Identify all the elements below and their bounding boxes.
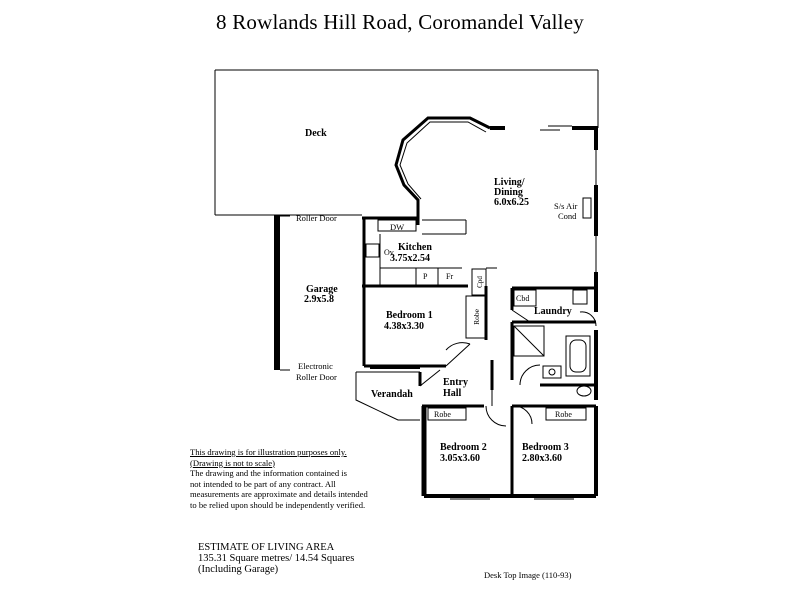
pantry-label: P (423, 272, 428, 281)
deck-outline (214, 69, 599, 216)
bedroom3-size: 2.80x3.60 (522, 453, 562, 464)
entry-label-1: Entry (443, 377, 468, 388)
bedroom3-name: Bedroom 3 (522, 442, 569, 453)
area-line-2: (Including Garage) (198, 564, 279, 575)
bedroom1-walls (362, 284, 488, 368)
kitchen-size: 3.75x2.54 (390, 253, 430, 264)
bedroom1-name: Bedroom 1 (386, 310, 433, 321)
kitchen-name: Kitchen (398, 242, 432, 253)
verandah-label: Verandah (371, 389, 413, 400)
disclaimer-line-1: This drawing is for illustration purpose… (190, 447, 347, 457)
living-area-estimate: ESTIMATE OF LIVING AREA 135.31 Square me… (198, 542, 354, 575)
cupboard-label: Cpd (476, 276, 484, 288)
deck-label: Deck (305, 128, 327, 139)
bedroom1-size: 4.38x3.30 (384, 321, 424, 332)
garage-walls (274, 215, 290, 371)
verandah-walls (355, 367, 420, 421)
laundry-label: Laundry (534, 306, 572, 317)
electronic-label-2: Roller Door (296, 372, 337, 382)
entry-label-2: Hall (443, 388, 462, 399)
entry-walls (418, 360, 494, 390)
area-line-1: 135.31 Square metres/ 14.54 Squares (198, 553, 355, 564)
bedroom2-3-walls (421, 390, 598, 500)
garage-size: 2.9x5.8 (304, 294, 334, 305)
oven-label: Ov (384, 248, 394, 257)
disclaimer-line-3: The drawing and the information containe… (190, 468, 348, 478)
disclaimer-line-5: measurements are approximate and details… (190, 489, 368, 499)
image-credit: Desk Top Image (110-93) (484, 570, 572, 580)
disclaimer-line-6: to be relied upon should be independentl… (190, 499, 366, 510)
page-title: 8 Rowlands Hill Road, Coromandel Valley (216, 10, 584, 34)
area-heading: ESTIMATE OF LIVING AREA (198, 542, 335, 553)
bay-window (394, 116, 598, 225)
roller-door-label: Roller Door (296, 213, 337, 223)
robe-label-bedroom3: Robe (555, 410, 572, 419)
living-size: 6.0x6.25 (494, 197, 529, 208)
aircond-label-1: S/s Air (554, 201, 578, 211)
bedroom2-size: 3.05x3.60 (440, 453, 480, 464)
robe-label-bedroom1: Robe (472, 308, 481, 325)
cbd-label: Cbd (516, 294, 529, 303)
disclaimer-line-4: not intended to be part of any contract.… (190, 478, 336, 489)
disclaimer: This drawing is for illustration purpose… (190, 447, 420, 510)
living-name-2: Dining (494, 187, 523, 198)
fridge-label: Fr (446, 272, 453, 281)
bedroom2-name: Bedroom 2 (440, 442, 487, 453)
electronic-label-1: Electronic (298, 361, 333, 371)
garage-name: Garage (306, 284, 338, 295)
disclaimer-line-2: (Drawing is not to scale) (190, 457, 275, 468)
living-name-1: Living/ (494, 177, 525, 188)
dw-label: DW (390, 222, 404, 232)
laundry-bath-walls (510, 286, 598, 400)
living-right-wall (582, 128, 598, 312)
aircond-label-2: Cond (558, 211, 577, 221)
robe-label-bedroom2: Robe (434, 410, 451, 419)
